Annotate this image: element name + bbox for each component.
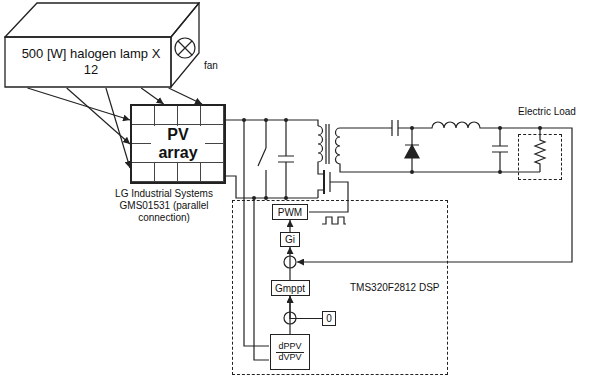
junction-dot <box>538 126 542 130</box>
halogen-lamp: 500 [W] halogen lamp X 12 <box>4 2 200 88</box>
feedback-wire <box>297 128 572 262</box>
voltage-sense-wire <box>244 120 269 346</box>
junction-dot <box>242 118 246 122</box>
signal-arrow <box>290 296 322 319</box>
signal-arrow <box>289 247 290 280</box>
fan-blades <box>178 41 192 55</box>
square-wave <box>322 217 346 224</box>
secondary-coil <box>336 128 541 172</box>
input-capacitor <box>278 120 294 198</box>
transformer-core <box>326 124 329 164</box>
load-frame <box>518 134 562 180</box>
block-label: Gmppt <box>275 283 305 294</box>
dsp-label: TMS320F2812 DSP <box>350 282 440 293</box>
light-ray <box>141 88 163 104</box>
return-wire <box>226 176 318 198</box>
current-controller: Gi <box>280 232 300 247</box>
junction-dot <box>498 170 502 174</box>
circuit <box>175 38 572 360</box>
primary-coil <box>318 126 324 174</box>
pv-label: PV array <box>151 126 205 161</box>
fraction-label: dVPV <box>278 353 301 363</box>
signal-arrow <box>289 220 290 232</box>
reference-box: 0 <box>322 311 336 326</box>
lamp-face <box>5 37 171 87</box>
gate-drive-wire <box>309 182 348 212</box>
fan-symbol <box>175 38 195 58</box>
diode-lead <box>405 128 419 172</box>
junction-dot <box>410 126 414 130</box>
light-ray <box>106 88 130 168</box>
lamp-outline <box>4 2 200 88</box>
electric-load: Electric Load <box>514 106 580 180</box>
junction-dot <box>410 170 414 174</box>
derivative-block: dPPVdVPV <box>270 334 310 370</box>
load-label: Electric Load <box>514 106 580 118</box>
current-sense-wire <box>254 198 269 360</box>
mosfet-source <box>318 190 324 198</box>
output-capacitor <box>492 128 508 172</box>
module-label: LG Industrial Systems GMS01531 (parallel… <box>100 188 228 224</box>
output-inductor <box>398 122 540 128</box>
block-label: Gi <box>285 234 295 245</box>
lamp-face <box>171 3 199 87</box>
junction-dot <box>498 126 502 130</box>
pwm-block: PWM <box>272 204 308 220</box>
dsp-board: TMS320F2812 DSP PWM GiGmppt 0 dPPVdVPV <box>232 200 448 375</box>
pv-array: PV array <box>130 104 226 184</box>
fraction-label: dPPV <box>276 342 303 353</box>
junction-dots <box>242 118 542 200</box>
fan-label: fan <box>204 60 218 72</box>
junction-dot <box>264 118 268 122</box>
lamp-label: 500 [W] halogen lamp X 12 <box>18 40 164 84</box>
junction-dot <box>284 118 288 122</box>
light-ray <box>169 88 202 104</box>
switch-symbol <box>258 120 266 198</box>
series-capacitor <box>392 120 398 136</box>
block-label: PWM <box>278 207 302 218</box>
diode-symbol <box>405 145 419 158</box>
mppt-controller: Gmppt <box>271 280 310 296</box>
input-wire <box>226 120 318 126</box>
block-label: 0 <box>326 313 332 324</box>
lamp-face <box>5 3 199 37</box>
